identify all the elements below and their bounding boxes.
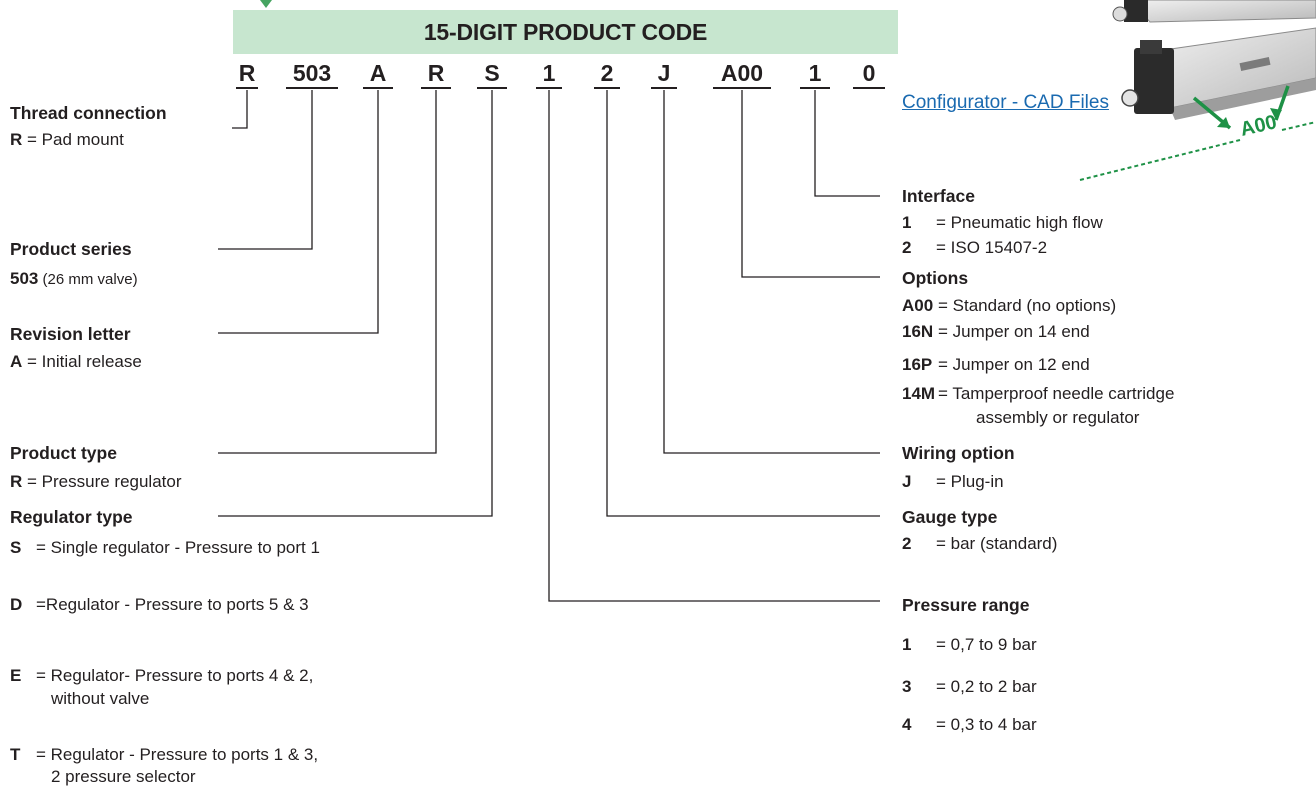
interface-heading: Interface: [902, 186, 975, 206]
pressure-heading: Pressure range: [902, 595, 1030, 615]
regulator-type-item-d: D=Regulator - Pressure to ports 5 & 3: [10, 595, 309, 614]
options-item-16n: 16N= Jumper on 14 end: [902, 322, 1090, 341]
regulator-type-item-t: T= Regulator - Pressure to ports 1 & 3,: [10, 745, 319, 764]
pressure-item-3: 3= 0,2 to 2 bar: [902, 677, 1037, 696]
leader-regulator-type: [218, 90, 493, 517]
thread-heading: Thread connection: [10, 103, 167, 123]
leader-series: [218, 90, 313, 250]
interface-item-2: 2= ISO 15407-2: [902, 238, 1048, 257]
options-item-a00: A00= Standard (no options): [902, 296, 1117, 315]
regulator-type-heading: Regulator type: [10, 507, 133, 527]
leader-options: [741, 90, 880, 278]
code-segment-options: A00: [713, 60, 771, 89]
revision-item: A = Initial release: [10, 352, 142, 371]
leader-revision: [218, 90, 379, 334]
valve-product-image: A00: [1079, 0, 1316, 181]
banner-tab-shape: [260, 0, 272, 8]
regulator-type-item-s: S= Single regulator - Pressure to port 1: [10, 538, 320, 557]
configurator-cad-link[interactable]: Configurator - CAD Files: [902, 92, 1109, 113]
options-item-16p: 16P= Jumper on 12 end: [902, 355, 1090, 374]
regulator-type-item-e: E= Regulator- Pressure to ports 4 & 2,: [10, 666, 314, 685]
gauge-heading: Gauge type: [902, 507, 998, 527]
revision-heading: Revision letter: [10, 324, 131, 344]
product-code-banner: 15-DIGIT PRODUCT CODE: [233, 10, 898, 54]
code-segment-revision: A: [363, 60, 393, 89]
code-segment-series: 503: [286, 60, 338, 89]
wiring-heading: Wiring option: [902, 443, 1015, 463]
regulator-type-item-t-line2: 2 pressure selector: [51, 767, 196, 786]
series-heading: Product series: [10, 239, 132, 259]
regulator-type-item-e-line2: without valve: [51, 689, 150, 708]
pressure-item-4: 4= 0,3 to 4 bar: [902, 715, 1037, 734]
a00-badge: A00: [1238, 111, 1279, 141]
code-segment-product-type: R: [421, 60, 451, 89]
leader-gauge-type: [606, 90, 880, 517]
dashed-line-icon: [1079, 139, 1241, 181]
code-segment-interface: 1: [800, 60, 830, 89]
series-item: 503 (26 mm valve): [10, 269, 138, 288]
interface-item-1: 1= Pneumatic high flow: [902, 213, 1103, 232]
product-type-heading: Product type: [10, 443, 117, 463]
options-heading: Options: [902, 268, 969, 288]
wiring-item-j: J= Plug-in: [902, 472, 1004, 491]
code-segment-thread: R: [236, 60, 258, 89]
leader-thread: [232, 90, 248, 129]
code-segment-wiring: J: [651, 60, 677, 89]
valve-front-icon: [1121, 27, 1316, 120]
thread-item: R = Pad mount: [10, 130, 124, 149]
pressure-item-1: 1= 0,7 to 9 bar: [902, 635, 1037, 654]
code-segment-gauge: 2: [594, 60, 620, 89]
valve-back-icon: [1112, 0, 1316, 23]
leader-interface: [814, 90, 880, 197]
leader-pressure-range: [548, 90, 880, 602]
green-arrow-icon: [1192, 85, 1290, 130]
product-type-item: R = Pressure regulator: [10, 472, 182, 491]
code-segment-suffix: 0: [853, 60, 885, 89]
options-item-14m: 14M= Tamperproof needle cartridge: [902, 384, 1175, 403]
leader-wiring: [663, 90, 880, 454]
banner-title: 15-DIGIT PRODUCT CODE: [423, 18, 708, 45]
code-segment-regulator-type: S: [477, 60, 507, 89]
gauge-item-2: 2= bar (standard): [902, 534, 1058, 553]
code-segment-pressure-range: 1: [536, 60, 562, 89]
leader-product-type: [218, 90, 437, 454]
options-item-14m-line2: assembly or regulator: [976, 408, 1140, 427]
